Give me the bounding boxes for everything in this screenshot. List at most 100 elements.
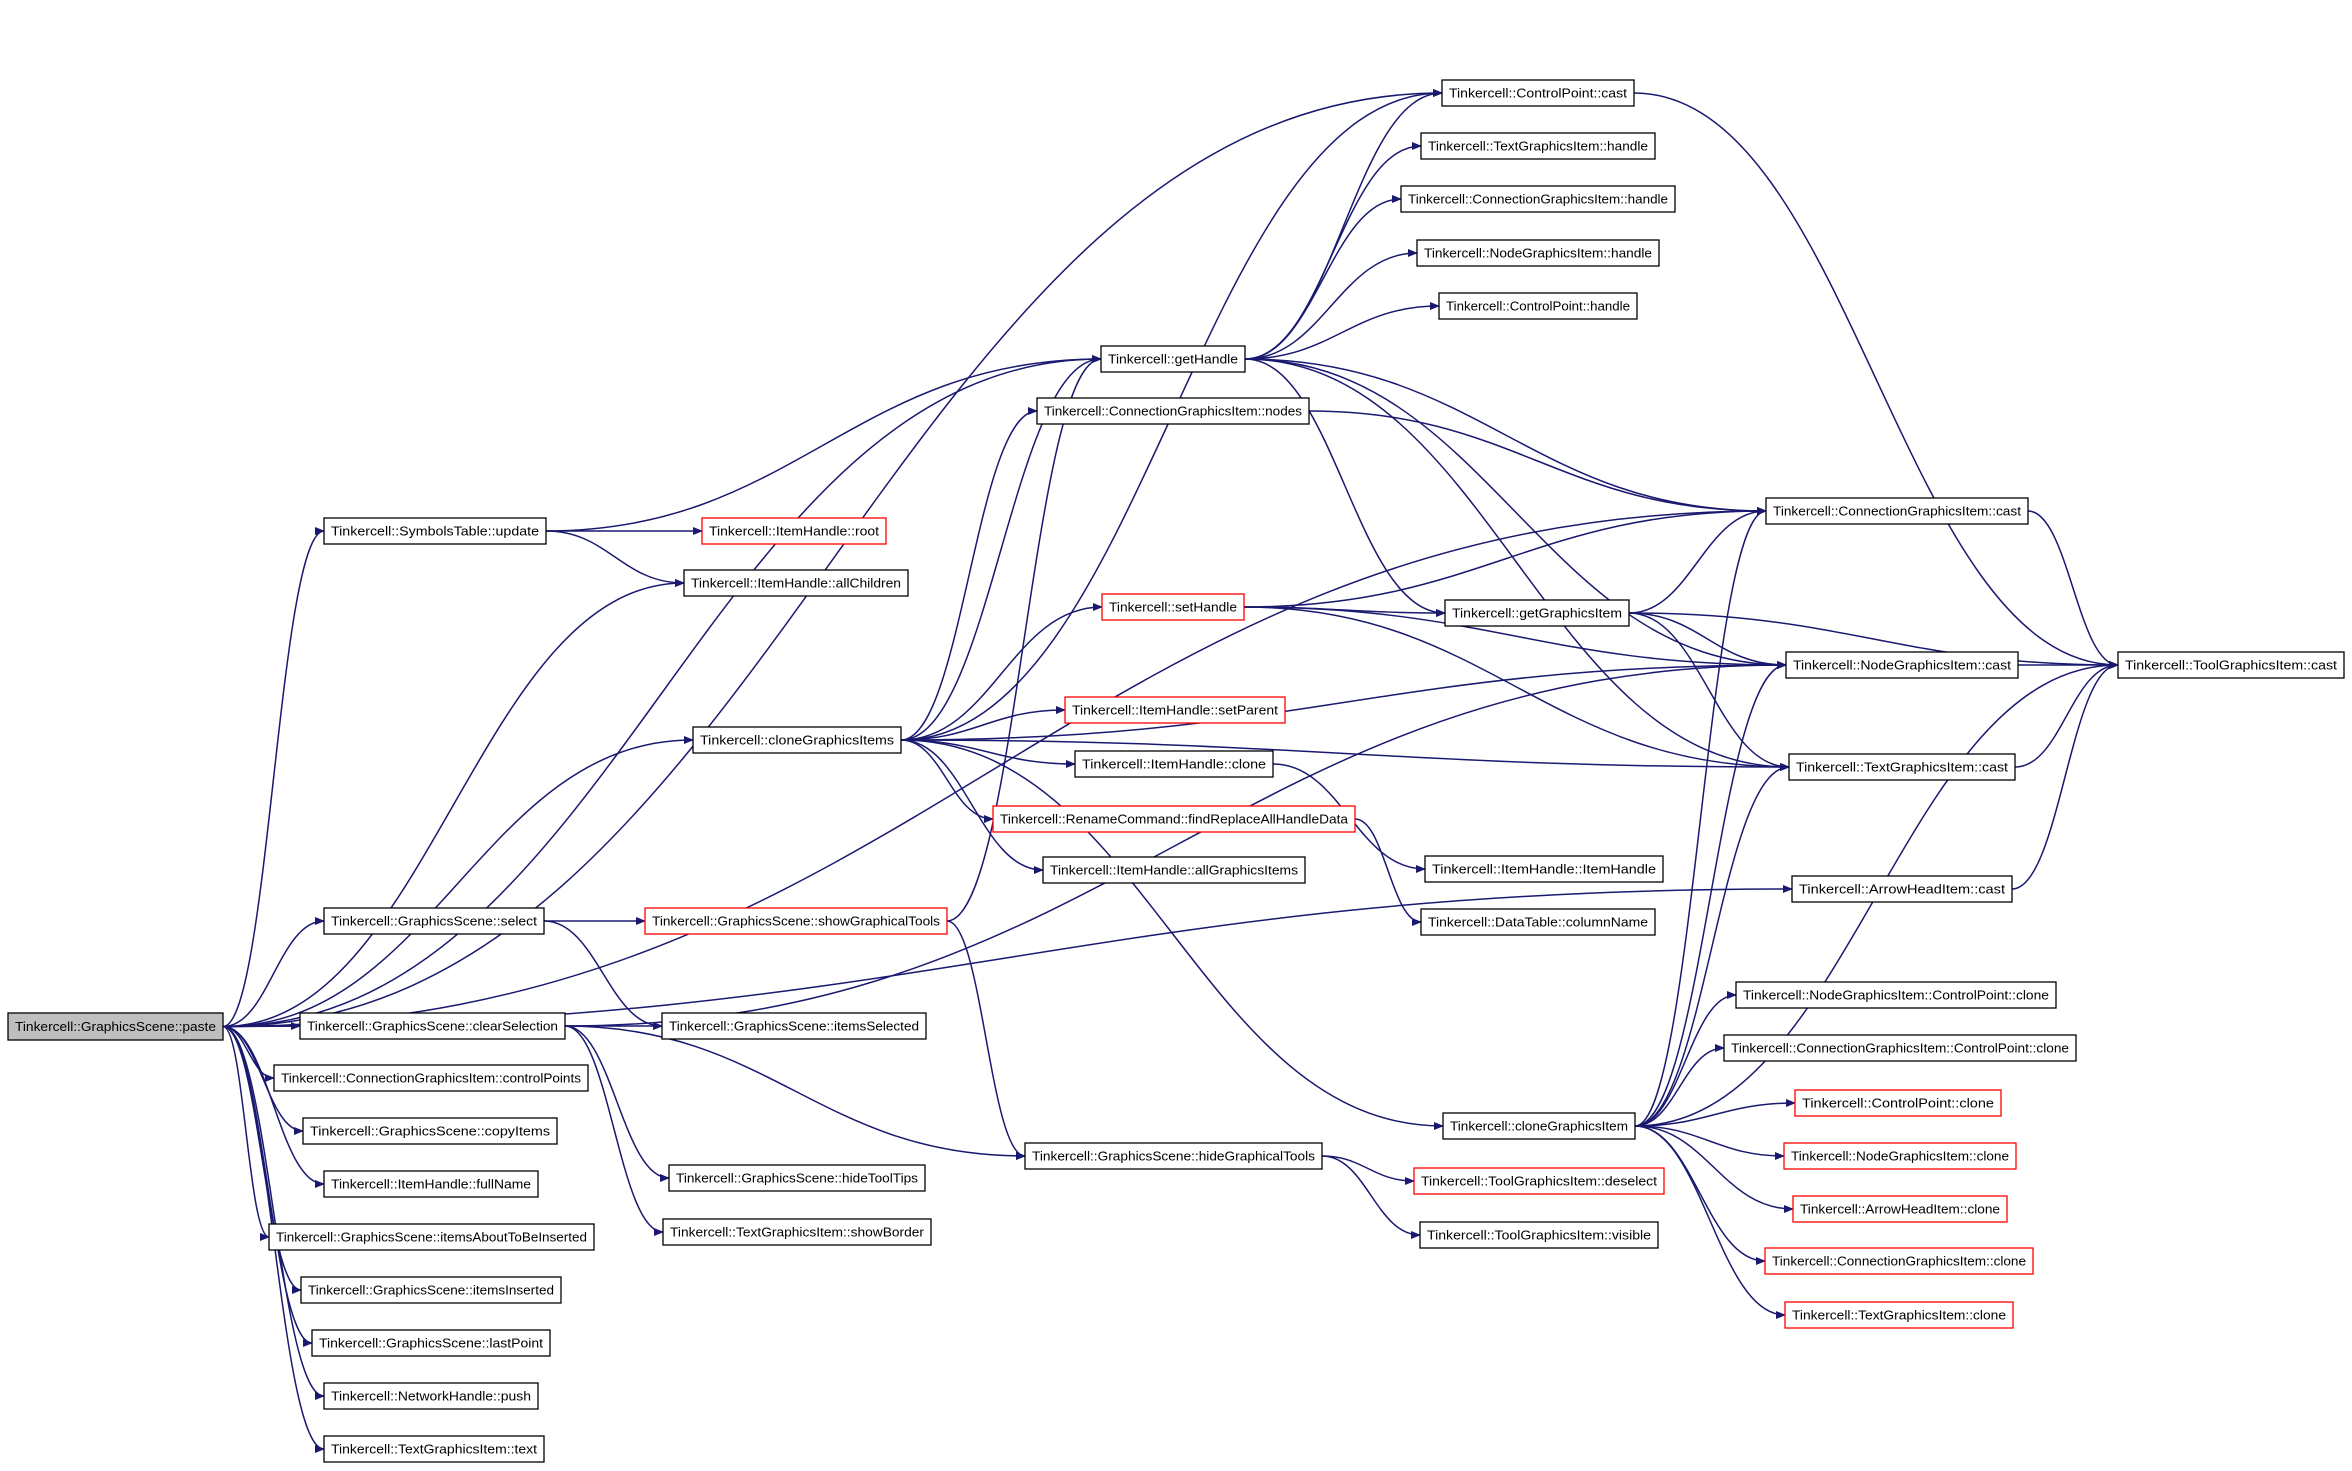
node-nh-push[interactable]: Tinkercell::NetworkHandle::push bbox=[323, 1382, 539, 1410]
node-tgi-text[interactable]: Tinkercell::TextGraphicsItem::text bbox=[323, 1435, 545, 1463]
node-label: Tinkercell::cloneGraphicsItems bbox=[700, 733, 895, 748]
node-copy-items[interactable]: Tinkercell::GraphicsScene::copyItems bbox=[302, 1117, 558, 1145]
node-label: Tinkercell::TextGraphicsItem::clone bbox=[1792, 1308, 2006, 1323]
node-rename-find[interactable]: Tinkercell::RenameCommand::findReplaceAl… bbox=[992, 805, 1356, 833]
node-show-border[interactable]: Tinkercell::TextGraphicsItem::showBorder bbox=[662, 1218, 932, 1246]
node-cgi-cp-clone[interactable]: Tinkercell::ConnectionGraphicsItem::Cont… bbox=[1723, 1034, 2077, 1062]
edge-clone-item-to-cgi-cast bbox=[1634, 507, 1767, 1127]
node-about-inserted[interactable]: Tinkercell::GraphicsScene::itemsAboutToB… bbox=[268, 1223, 595, 1251]
node-ngi-cp-clone[interactable]: Tinkercell::NodeGraphicsItem::ControlPoi… bbox=[1735, 981, 2057, 1009]
node-hide-tools[interactable]: Tinkercell::GraphicsScene::hideGraphical… bbox=[1024, 1142, 1323, 1170]
node-cgi-cast[interactable]: Tinkercell::ConnectionGraphicsItem::cast bbox=[1765, 497, 2029, 525]
node-deselect[interactable]: Tinkercell::ToolGraphicsItem::deselect bbox=[1413, 1167, 1665, 1195]
edge-clone-items-to-cgi-nodes bbox=[900, 407, 1038, 741]
edge-cp-cast-to-tool-cast bbox=[1633, 92, 2119, 669]
node-label: Tinkercell::ConnectionGraphicsItem::cast bbox=[1773, 504, 2021, 519]
edge-paste-to-ih-allchildren bbox=[222, 579, 685, 1028]
node-visible[interactable]: Tinkercell::ToolGraphicsItem::visible bbox=[1419, 1221, 1659, 1249]
edge-set-handle-to-cgi-cast bbox=[1243, 507, 1767, 608]
node-ih-allchildren[interactable]: Tinkercell::ItemHandle::allChildren bbox=[683, 569, 909, 597]
node-label: Tinkercell::ArrowHeadItem::cast bbox=[1799, 882, 2005, 897]
node-label: Tinkercell::TextGraphicsItem::showBorder bbox=[670, 1225, 925, 1240]
node-ahi-clone[interactable]: Tinkercell::ArrowHeadItem::clone bbox=[1792, 1195, 2008, 1223]
node-ngi-clone[interactable]: Tinkercell::NodeGraphicsItem::clone bbox=[1783, 1142, 2017, 1170]
node-label: Tinkercell::ArrowHeadItem::clone bbox=[1800, 1202, 2000, 1217]
node-items-selected[interactable]: Tinkercell::GraphicsScene::itemsSelected bbox=[661, 1012, 927, 1040]
node-box bbox=[273, 1064, 589, 1092]
node-label: Tinkercell::NetworkHandle::push bbox=[331, 1389, 531, 1404]
node-tgi-handle[interactable]: Tinkercell::TextGraphicsItem::handle bbox=[1420, 132, 1656, 160]
node-box bbox=[7, 1012, 224, 1041]
node-all-gitems[interactable]: Tinkercell::ItemHandle::allGraphicsItems bbox=[1042, 856, 1306, 884]
node-last-point[interactable]: Tinkercell::GraphicsScene::lastPoint bbox=[311, 1329, 551, 1357]
node-label: Tinkercell::TextGraphicsItem::cast bbox=[1796, 760, 2008, 775]
node-cgi-clone[interactable]: Tinkercell::ConnectionGraphicsItem::clon… bbox=[1764, 1247, 2034, 1275]
node-control-points[interactable]: Tinkercell::ConnectionGraphicsItem::cont… bbox=[273, 1064, 589, 1092]
node-label: Tinkercell::GraphicsScene::showGraphical… bbox=[652, 914, 941, 929]
edge-show-tools-to-hide-tools bbox=[946, 920, 1026, 1160]
edge-get-handle-to-ngi-cast bbox=[1244, 358, 1787, 669]
node-label: Tinkercell::ConnectionGraphicsItem::hand… bbox=[1408, 192, 1668, 207]
node-cp-cast[interactable]: Tinkercell::ControlPoint::cast bbox=[1441, 79, 1635, 107]
node-label: Tinkercell::ItemHandle::allChildren bbox=[691, 576, 901, 591]
edge-show-tools-to-get-handle bbox=[946, 355, 1102, 922]
node-box bbox=[1100, 345, 1246, 373]
node-get-handle[interactable]: Tinkercell::getHandle bbox=[1100, 345, 1246, 373]
node-items-inserted[interactable]: Tinkercell::GraphicsScene::itemsInserted bbox=[300, 1276, 562, 1304]
edge-clone-items-to-get-handle bbox=[900, 355, 1102, 741]
node-tgi-clone[interactable]: Tinkercell::TextGraphicsItem::clone bbox=[1784, 1301, 2014, 1329]
edge-clone-item-to-ngi-clone bbox=[1634, 1125, 1785, 1160]
node-full-name[interactable]: Tinkercell::ItemHandle::fullName bbox=[323, 1170, 539, 1198]
edge-clone-item-to-cp-clone bbox=[1634, 1099, 1796, 1127]
node-symtab-update[interactable]: Tinkercell::SymbolsTable::update bbox=[323, 517, 547, 545]
edge-clone-item-to-cgi-cp-clone bbox=[1634, 1044, 1725, 1127]
node-label: Tinkercell::ItemHandle::fullName bbox=[331, 1177, 531, 1192]
node-ih-root[interactable]: Tinkercell::ItemHandle::root bbox=[701, 517, 887, 545]
node-show-tools[interactable]: Tinkercell::GraphicsScene::showGraphical… bbox=[644, 907, 948, 935]
node-label: Tinkercell::NodeGraphicsItem::cast bbox=[1793, 658, 2011, 673]
node-ih-ctor[interactable]: Tinkercell::ItemHandle::ItemHandle bbox=[1424, 855, 1664, 883]
node-ih-clone[interactable]: Tinkercell::ItemHandle::clone bbox=[1074, 750, 1274, 778]
node-dt-colname[interactable]: Tinkercell::DataTable::columnName bbox=[1420, 908, 1656, 936]
node-label: Tinkercell::SymbolsTable::update bbox=[331, 524, 539, 539]
node-label: Tinkercell::GraphicsScene::itemsInserted bbox=[308, 1283, 554, 1298]
node-box bbox=[661, 1012, 927, 1040]
node-box bbox=[323, 517, 547, 545]
node-label: Tinkercell::ConnectionGraphicsItem::cont… bbox=[281, 1071, 582, 1086]
node-ngi-handle[interactable]: Tinkercell::NodeGraphicsItem::handle bbox=[1416, 239, 1660, 267]
node-ahi-cast[interactable]: Tinkercell::ArrowHeadItem::cast bbox=[1791, 875, 2013, 903]
edge-get-handle-to-tgi-cast bbox=[1244, 358, 1790, 771]
node-tgi-cast[interactable]: Tinkercell::TextGraphicsItem::cast bbox=[1788, 753, 2016, 781]
node-box bbox=[1765, 497, 2029, 525]
node-clone-item[interactable]: Tinkercell::cloneGraphicsItem bbox=[1442, 1112, 1636, 1140]
node-set-parent[interactable]: Tinkercell::ItemHandle::setParent bbox=[1064, 696, 1286, 724]
node-box bbox=[692, 726, 902, 754]
node-cgi-nodes[interactable]: Tinkercell::ConnectionGraphicsItem::node… bbox=[1036, 397, 1310, 425]
nodes-layer: Tinkercell::GraphicsScene::pasteTinkerce… bbox=[7, 79, 2345, 1463]
node-label: Tinkercell::GraphicsScene::lastPoint bbox=[319, 1336, 543, 1351]
edge-get-handle-to-get-gitem bbox=[1244, 358, 1446, 617]
edge-paste-to-full-name bbox=[222, 1025, 325, 1188]
node-box bbox=[683, 569, 909, 597]
node-set-handle[interactable]: Tinkercell::setHandle bbox=[1101, 593, 1245, 621]
node-clear-sel[interactable]: Tinkercell::GraphicsScene::clearSelectio… bbox=[299, 1012, 566, 1040]
edge-clone-items-to-set-handle bbox=[900, 603, 1103, 741]
node-get-gitem[interactable]: Tinkercell::getGraphicsItem bbox=[1444, 599, 1630, 627]
node-cp-clone[interactable]: Tinkercell::ControlPoint::clone bbox=[1794, 1089, 2002, 1117]
node-hide-tooltips[interactable]: Tinkercell::GraphicsScene::hideToolTips bbox=[668, 1164, 926, 1192]
edge-gs-select-to-items-selected bbox=[543, 920, 663, 1030]
node-box bbox=[1723, 1034, 2077, 1062]
node-gs-select[interactable]: Tinkercell::GraphicsScene::select bbox=[323, 907, 545, 935]
node-cp-handle[interactable]: Tinkercell::ControlPoint::handle bbox=[1438, 292, 1638, 320]
node-box bbox=[1791, 875, 2013, 903]
node-clone-items[interactable]: Tinkercell::cloneGraphicsItems bbox=[692, 726, 902, 754]
edge-paste-to-gs-select bbox=[222, 917, 325, 1028]
edge-get-gitem-to-tgi-cast bbox=[1628, 612, 1790, 771]
node-ngi-cast[interactable]: Tinkercell::NodeGraphicsItem::cast bbox=[1785, 651, 2019, 679]
node-cgi-handle[interactable]: Tinkercell::ConnectionGraphicsItem::hand… bbox=[1400, 185, 1676, 213]
node-label: Tinkercell::RenameCommand::findReplaceAl… bbox=[1000, 812, 1349, 827]
node-label: Tinkercell::DataTable::columnName bbox=[1428, 915, 1648, 930]
node-paste[interactable]: Tinkercell::GraphicsScene::paste bbox=[7, 1012, 224, 1041]
node-tool-cast[interactable]: Tinkercell::ToolGraphicsItem::cast bbox=[2117, 651, 2345, 679]
node-label: Tinkercell::GraphicsScene::paste bbox=[15, 1019, 216, 1034]
